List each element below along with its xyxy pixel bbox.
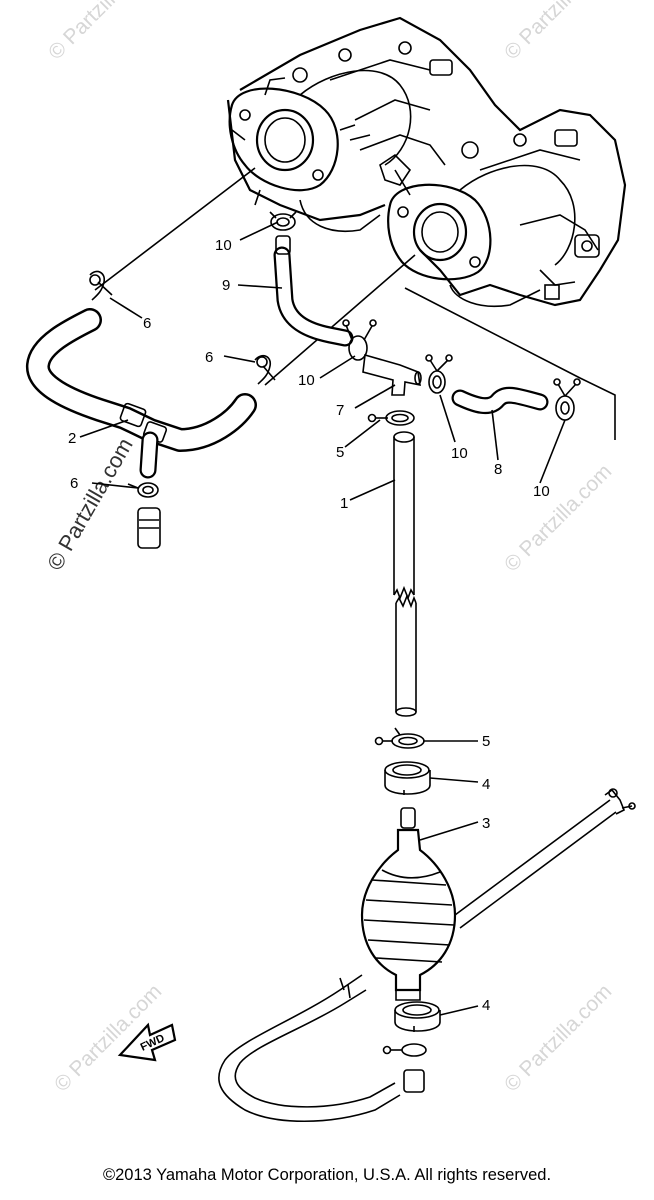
clip-10-far bbox=[553, 378, 581, 421]
hose-9 bbox=[269, 211, 354, 347]
hose-1 bbox=[393, 431, 417, 717]
callout-6-top: 6 bbox=[143, 315, 151, 332]
callout-1: 1 bbox=[340, 495, 348, 512]
callout-labels: 10 9 6 6 10 7 2 5 10 8 10 1 6 5 4 3 4 bbox=[68, 237, 550, 1014]
tee-7 bbox=[362, 353, 422, 396]
clip-6-top bbox=[89, 270, 113, 301]
callout-10-right: 10 bbox=[451, 445, 468, 462]
callout-2: 2 bbox=[68, 430, 76, 447]
ring-4-upper bbox=[384, 761, 431, 795]
callout-4-upper: 4 bbox=[482, 776, 490, 793]
hose-2 bbox=[26, 308, 257, 549]
callout-6-mid: 6 bbox=[205, 349, 213, 366]
callout-10-top: 10 bbox=[215, 237, 232, 254]
callout-10-far: 10 bbox=[533, 483, 550, 500]
guide-line-upper bbox=[94, 167, 256, 291]
copyright-notice: ©2013 Yamaha Motor Corporation, U.S.A. A… bbox=[102, 1166, 552, 1184]
clip-5-upper bbox=[367, 410, 415, 426]
callout-4-lower: 4 bbox=[482, 997, 490, 1014]
carburetor-assembly bbox=[226, 16, 627, 308]
forward-arrow: FWD bbox=[117, 1022, 177, 1062]
callout-9: 9 bbox=[222, 277, 230, 294]
drain-fitting bbox=[137, 507, 161, 549]
clip-10-right bbox=[425, 354, 453, 394]
clip-lower bbox=[382, 1043, 427, 1093]
callout-3: 3 bbox=[482, 815, 490, 832]
callout-8: 8 bbox=[494, 461, 502, 478]
callout-10-mid: 10 bbox=[298, 372, 315, 389]
callout-5-upper: 5 bbox=[336, 444, 344, 461]
ring-4-lower bbox=[394, 1001, 441, 1032]
primer-bulb-3 bbox=[360, 807, 457, 1001]
callout-5-lower: 5 bbox=[482, 733, 490, 750]
bracket-line-right bbox=[404, 287, 616, 440]
guide-line-mid bbox=[264, 254, 416, 386]
fuel-line bbox=[218, 788, 636, 1123]
clip-5-lower bbox=[374, 727, 425, 749]
clip-10-mid bbox=[342, 319, 377, 361]
clip-6-low bbox=[127, 482, 159, 498]
clip-6-mid bbox=[254, 354, 276, 385]
callout-6-low: 6 bbox=[70, 475, 78, 492]
leader-lines bbox=[79, 221, 566, 1016]
hose-8 bbox=[451, 386, 549, 415]
clip-10-top bbox=[270, 213, 296, 231]
callout-7: 7 bbox=[336, 402, 344, 419]
